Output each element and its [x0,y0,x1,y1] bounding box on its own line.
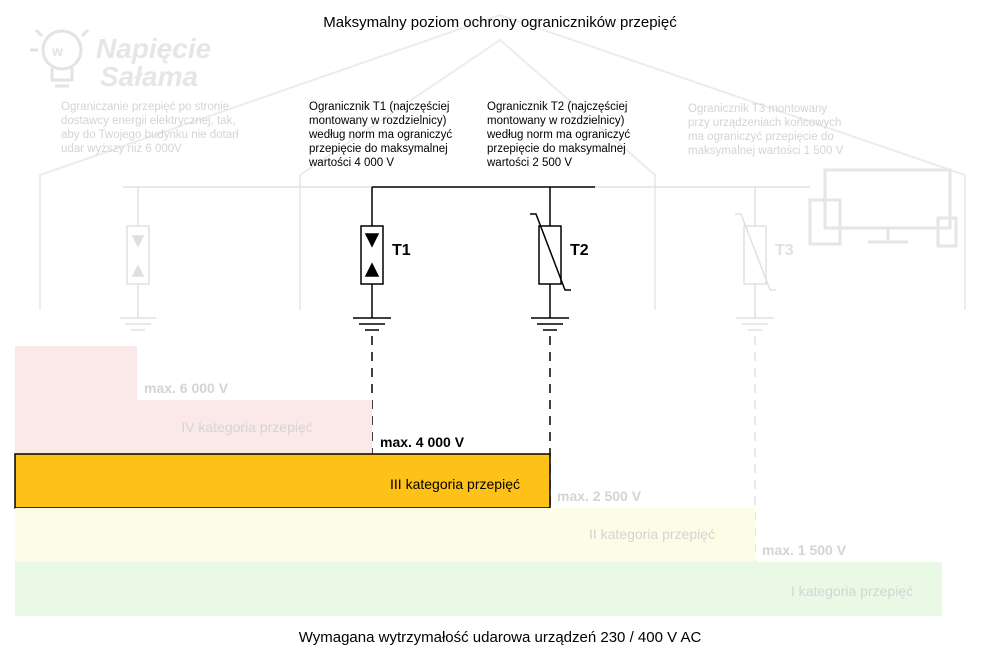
max-4000-label: max. 4 000 V [380,434,465,450]
t3-description: Ogranicznik T3 montowany przy urządzenia… [688,103,845,157]
t2-description: Ogranicznik T2 (najczęściej montowany w … [486,101,633,169]
t3-description-line: Ogranicznik T3 montowany [688,103,827,115]
logo-line1: Napięcie [96,33,211,64]
t3-label: T3 [775,242,794,259]
category-3-bar [14,453,551,509]
utility-level-bar [15,346,137,400]
category-3-label: III kategoria przepięć [390,476,520,492]
t3-description-line: ma ograniczyć przepięcie do [688,131,834,143]
t1-description-line: przepięcie do maksymalnej [309,143,448,155]
utility-description-line: aby do Twojego budynku nie dotarł [61,129,239,141]
category-2-bar [15,508,755,562]
t3-arrester-symbol [735,187,776,562]
utility-description-line: udar wyższy niż 6 000V [61,143,182,155]
max-2500-label: max. 2 500 V [557,488,642,504]
diagram-title: Maksymalny poziom ochrony ograniczników … [323,14,677,31]
devices-icon [808,168,958,248]
category-4-label: IV kategoria przepięć [181,419,313,435]
t2-description-line: według norm ma ograniczyć [486,129,630,141]
t2-description-line: Ogranicznik T2 (najczęściej [487,101,627,113]
max-6000-label: max. 6 000 V [144,380,229,396]
footer-caption: Wymagana wytrzymałość udarowa urządzeń 2… [299,629,702,646]
utility-description: Ograniczanie przepięć po stronie dostawc… [61,101,242,155]
t1-label: T1 [392,242,411,259]
t2-description-line: wartości 2 500 V [486,157,572,169]
max-1500-label: max. 1 500 V [762,542,847,558]
house-watermark [39,13,966,310]
t2-arrester-symbol [530,187,571,508]
t1-description: Ogranicznik T1 (najczęściej montowany w … [308,101,455,169]
t1-arrester-symbol [353,187,391,454]
svg-text:w: w [51,43,63,59]
category-2-label: II kategoria przepięć [589,526,715,542]
t1-description-line: wartości 4 000 V [308,157,394,169]
logo-line2: Sałama [100,61,198,92]
t3-description-line: maksymalnej wartości 1 500 V [688,145,844,157]
t2-description-line: montowany w rozdzielnicy) [487,115,625,127]
category-4-bar [15,400,372,454]
t1-description-line: montowany w rozdzielnicy) [309,115,447,127]
t3-description-line: przy urządzeniach końcowych [688,117,841,129]
t1-description-line: Ogranicznik T1 (najczęściej [309,101,449,113]
utility-description-line: dostawcy energii elektrycznej, tak, [61,115,236,127]
logo: w Napięcie Sałama [30,28,211,92]
utility-arrester-symbol [120,187,156,331]
t1-description-line: według norm ma ograniczyć [308,129,452,141]
bulb-icon [30,28,90,88]
t2-description-line: przepięcie do maksymalnej [487,143,626,155]
utility-description-line: Ograniczanie przepięć po stronie [61,101,229,113]
t2-label: T2 [570,242,589,259]
category-1-bar [15,562,942,616]
category-1-label: I kategoria przepięć [791,583,913,599]
